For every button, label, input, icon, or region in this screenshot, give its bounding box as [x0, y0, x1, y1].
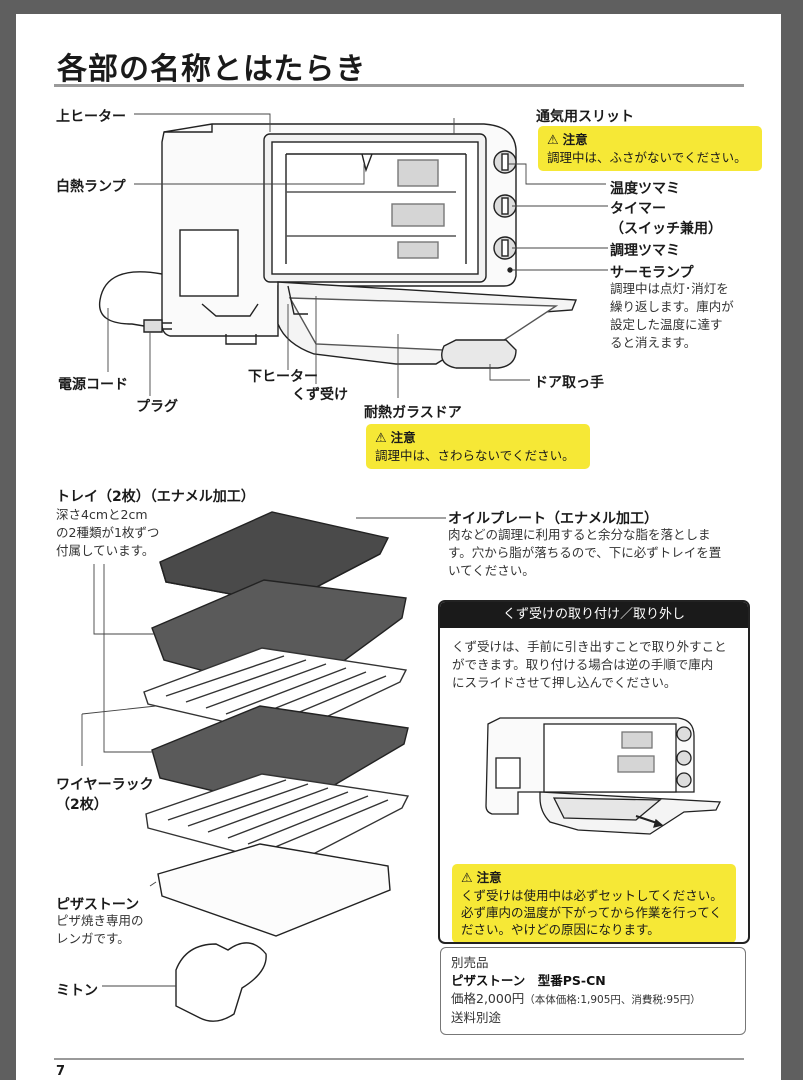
crumb-box-header: くず受けの取り付け／取り外し — [440, 602, 748, 628]
label-wire-rack: ワイヤーラック （2枚） — [56, 777, 154, 813]
bottom-rule — [54, 1058, 744, 1060]
tray-description: 深さ4cmと2cm の2種類が1枚ずつ 付属しています。 — [56, 507, 160, 558]
label-thermo-lamp: サーモランプ — [610, 265, 694, 281]
label-pizza-stone: ピザストーン — [56, 897, 140, 913]
label-vent: 通気用スリット — [536, 109, 634, 125]
label-power-cord: 電源コード — [58, 377, 128, 393]
sold-separately-price: 価格2,000円（本体価格:1,905円、消費税:95円） — [451, 991, 701, 1006]
wire-rack-illustration-2 — [145, 773, 410, 867]
sold-separately-shipping: 送料別途 — [451, 1010, 502, 1025]
pizza-stone-illustration — [157, 843, 391, 937]
caution-crumb: ⚠注意 くず受けは使用中は必ずセットしてください。 必ず庫内の温度が下がってから… — [452, 864, 736, 942]
caution-heading: ⚠注意 — [375, 430, 416, 446]
sold-separately-box: 別売品 ピザストーン 型番PS-CN 価格2,000円（本体価格:1,905円、… — [440, 947, 746, 1035]
label-timer: タイマー （スイッチ兼用） — [610, 201, 722, 237]
label-lower-heater: 下ヒーター — [248, 369, 318, 385]
sold-separately-product: ピザストーン 型番PS-CN — [451, 973, 606, 988]
caution-door-text: 調理中は、さわらないでください。 — [375, 448, 575, 463]
shallow-tray-illustration — [151, 705, 409, 811]
caution-heading: ⚠注意 — [461, 870, 502, 886]
warning-icon: ⚠ — [547, 133, 559, 148]
crumb-tray-box: くず受けの取り付け／取り外し くず受けは、手前に引き出すことで取り外すこと がで… — [438, 600, 750, 944]
caution-door: ⚠注意 調理中は、さわらないでください。 — [366, 424, 590, 469]
caution-vent-text: 調理中は、ふさがないでください。 — [547, 150, 747, 165]
crumb-box-description: くず受けは、手前に引き出すことで取り外すこと ができます。取り付ける場合は逆の手… — [452, 639, 727, 690]
label-tray: トレイ（2枚）（エナメル加工） — [56, 489, 255, 505]
label-mitten: ミトン — [56, 983, 98, 999]
caution-heading: ⚠注意 — [547, 132, 588, 148]
label-temp-knob: 温度ツマミ — [610, 181, 680, 197]
thermo-lamp-description: 調理中は点灯･消灯を 繰り返します。庫内が 設定した温度に達す ると消えます。 — [610, 281, 734, 350]
warning-icon: ⚠ — [375, 431, 387, 446]
caution-vent: ⚠注意 調理中は、ふさがないでください。 — [538, 126, 762, 171]
oil-plate-description: 肉などの調理に利用すると余分な脂を落としま す。穴から脂が落ちるので、下に必ずト… — [448, 527, 722, 578]
page-number: 7 — [56, 1064, 66, 1079]
oven-illustration — [161, 123, 578, 369]
manual-page: 各部の名称とはたらき — [16, 14, 781, 1080]
oil-plate-illustration — [159, 511, 390, 605]
pizza-stone-description: ピザ焼き専用の レンガです。 — [56, 913, 144, 946]
label-crumb-tray: くず受け — [292, 387, 348, 403]
wire-rack-illustration-1 — [143, 647, 408, 737]
product-illustrations — [81, 113, 608, 1022]
label-glass-door: 耐熱ガラスドア — [364, 405, 462, 421]
crumb-tray-illustration — [485, 717, 722, 835]
mitten-illustration — [175, 942, 267, 1022]
label-upper-heater: 上ヒーター — [56, 109, 126, 125]
warning-icon: ⚠ — [461, 871, 473, 886]
page-title: 各部の名称とはたらき — [57, 52, 367, 87]
title-rule — [54, 84, 744, 87]
label-door-handle: ドア取っ手 — [534, 375, 604, 391]
label-lamp: 白熱ランプ — [56, 179, 126, 195]
sold-separately-label: 別売品 — [451, 955, 489, 970]
label-oil-plate: オイルプレート（エナメル加工） — [448, 511, 658, 527]
power-cord-illustration — [98, 271, 163, 327]
label-cook-knob: 調理ツマミ — [610, 243, 680, 259]
label-plug: プラグ — [136, 399, 178, 415]
